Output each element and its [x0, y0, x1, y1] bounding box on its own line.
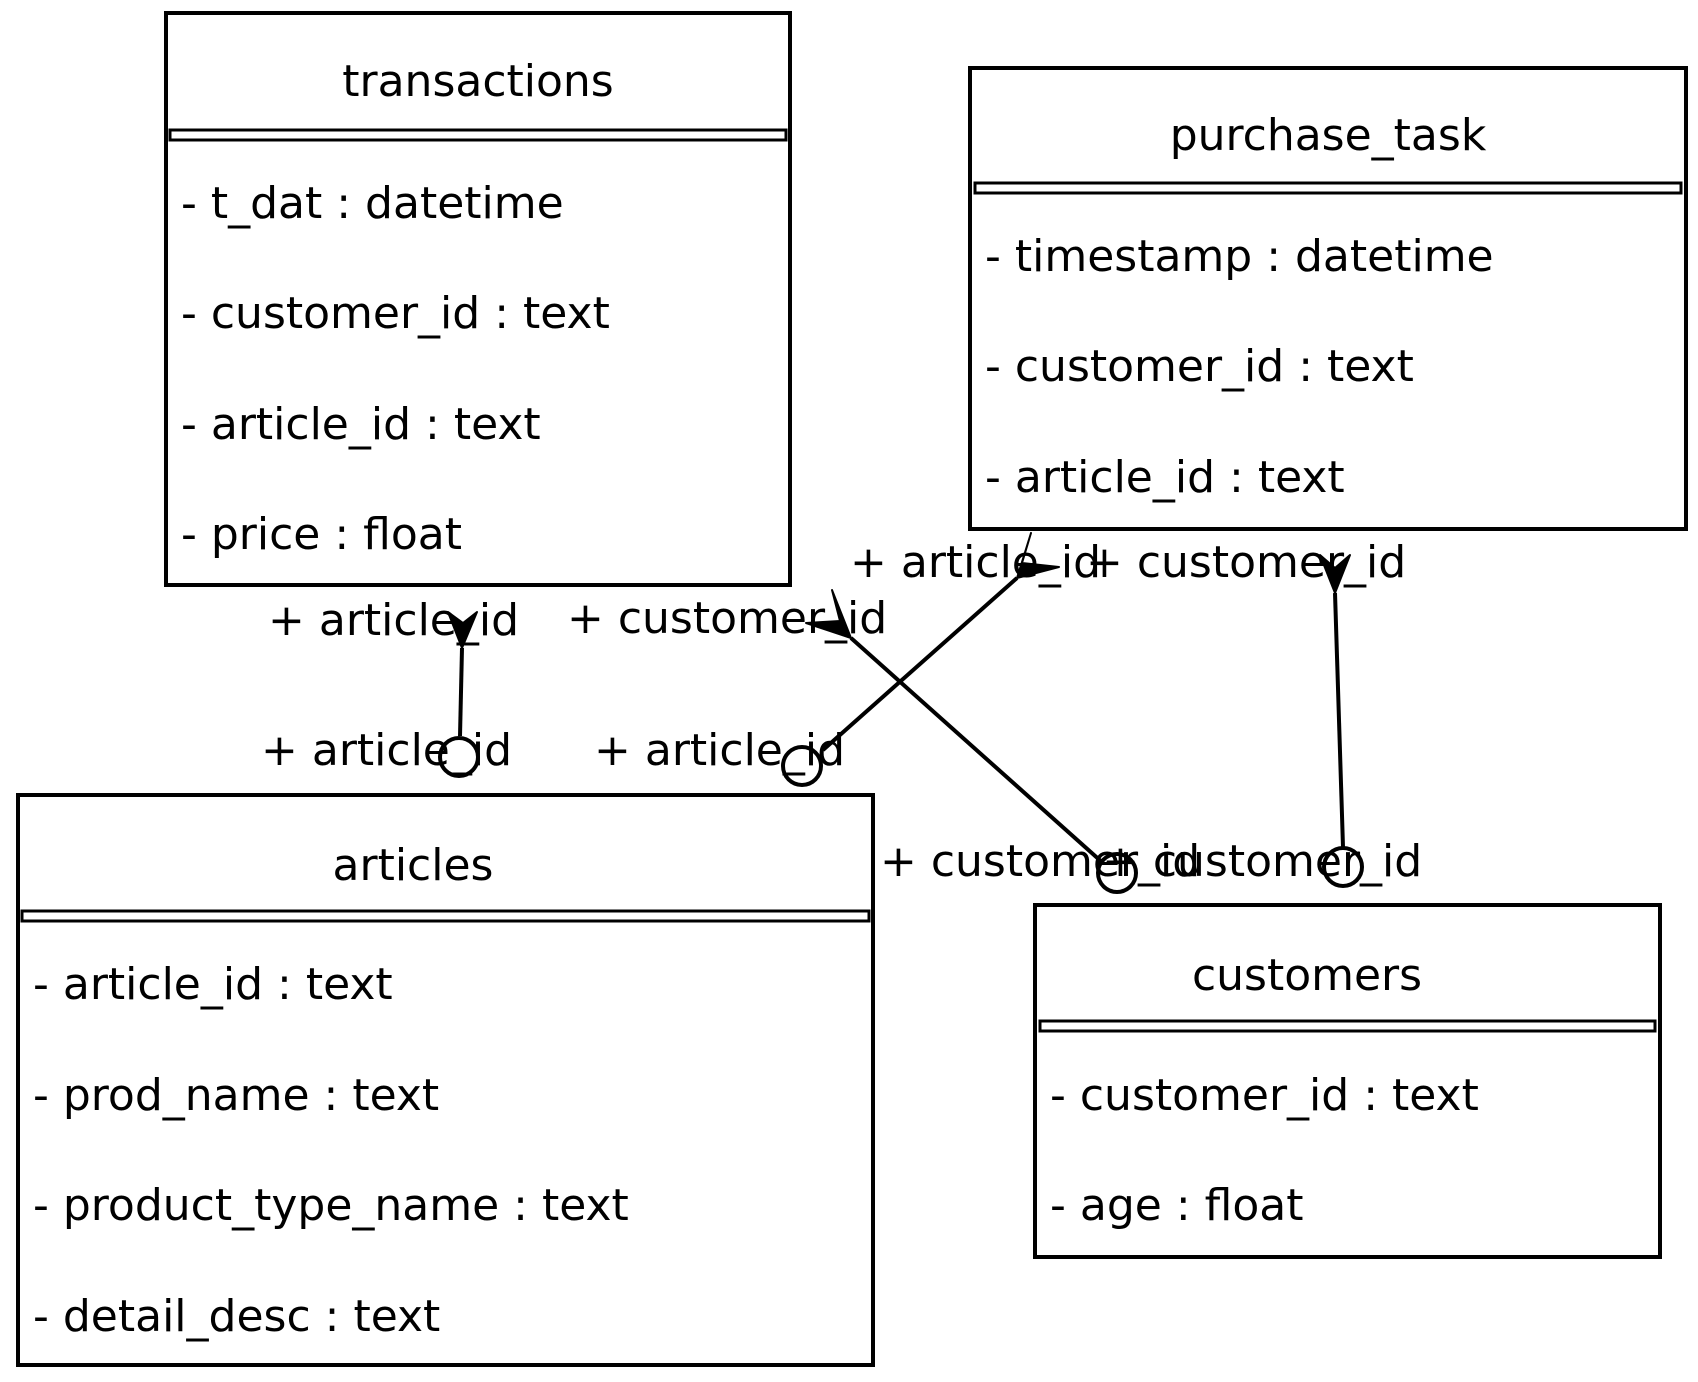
entity-articles-title: articles — [333, 840, 494, 891]
attribute-row: - t_dat : datetime — [181, 178, 564, 229]
entity-articles[interactable]: articles - article_id : text - prod_name… — [16, 793, 875, 1367]
relationship-source-label: + article_id — [268, 595, 519, 646]
relationship-source-label: + customer_id — [567, 593, 887, 644]
relationship-source-label: + article_id — [850, 537, 1101, 588]
attribute-row: - article_id : text — [33, 959, 393, 1010]
attribute-row: - prod_name : text — [33, 1070, 439, 1121]
arrow-head-icon — [805, 589, 852, 639]
optional-end-circle-icon — [1322, 846, 1364, 888]
entity-articles-separator — [20, 909, 871, 923]
attribute-row: - age : float — [1050, 1180, 1303, 1231]
entity-transactions-separator — [168, 128, 788, 142]
arrow-head-icon — [447, 611, 478, 649]
relationship-line — [458, 647, 464, 737]
entity-purchase-task-box — [968, 66, 1688, 531]
attribute-row: - article_id : text — [985, 452, 1345, 503]
attribute-row: - article_id : text — [181, 399, 541, 450]
entity-purchase-task-title: purchase_task — [1170, 110, 1487, 161]
attribute-row: - customer_id : text — [985, 341, 1414, 392]
entity-transactions-title: transactions — [342, 56, 613, 107]
arrow-head-icon — [1319, 554, 1351, 594]
relationship-target-label: + customer_id — [880, 836, 1200, 887]
relationship-target-label: + article_id — [594, 725, 845, 776]
entity-customers[interactable]: customers - customer_id : text - age : f… — [1033, 903, 1662, 1259]
relationship-target-label: + customer_id — [1102, 836, 1422, 887]
attribute-row: - price : float — [181, 509, 462, 560]
entity-customers-box — [1033, 903, 1662, 1259]
attribute-row: - customer_id : text — [1050, 1070, 1479, 1121]
attribute-row: - detail_desc : text — [33, 1291, 440, 1342]
optional-end-circle-icon — [781, 745, 823, 787]
arrow-head-icon — [1016, 532, 1060, 579]
entity-articles-box — [16, 793, 875, 1367]
attribute-row: - timestamp : datetime — [985, 231, 1494, 282]
relationship-transactions-articles[interactable]: + article_id + article_id — [261, 595, 519, 778]
entity-customers-title: customers — [1192, 950, 1422, 1001]
relationship-source-label: + customer_id — [1086, 537, 1406, 588]
relationship-line — [821, 576, 1019, 752]
optional-end-circle-icon — [1096, 852, 1138, 894]
entity-customers-separator — [1038, 1019, 1657, 1033]
relationship-purchase-task-customers[interactable]: + customer_id + customer_id — [1086, 537, 1422, 888]
relationship-target-label: + article_id — [261, 725, 512, 776]
attribute-row: - product_type_name : text — [33, 1180, 629, 1231]
relationship-line — [849, 636, 1105, 865]
optional-end-circle-icon — [438, 736, 480, 778]
relationship-line — [1333, 592, 1345, 848]
attribute-row: - customer_id : text — [181, 288, 610, 339]
entity-purchase-task[interactable]: purchase_task - timestamp : datetime - c… — [968, 66, 1688, 531]
entity-purchase-task-separator — [973, 181, 1683, 195]
relationship-transactions-customers[interactable]: + customer_id + customer_id — [567, 589, 1200, 894]
entity-transactions[interactable]: transactions - t_dat : datetime - custom… — [164, 11, 792, 587]
relationship-purchase-task-articles[interactable]: + article_id + article_id — [594, 532, 1101, 787]
entity-transactions-box — [164, 11, 792, 587]
